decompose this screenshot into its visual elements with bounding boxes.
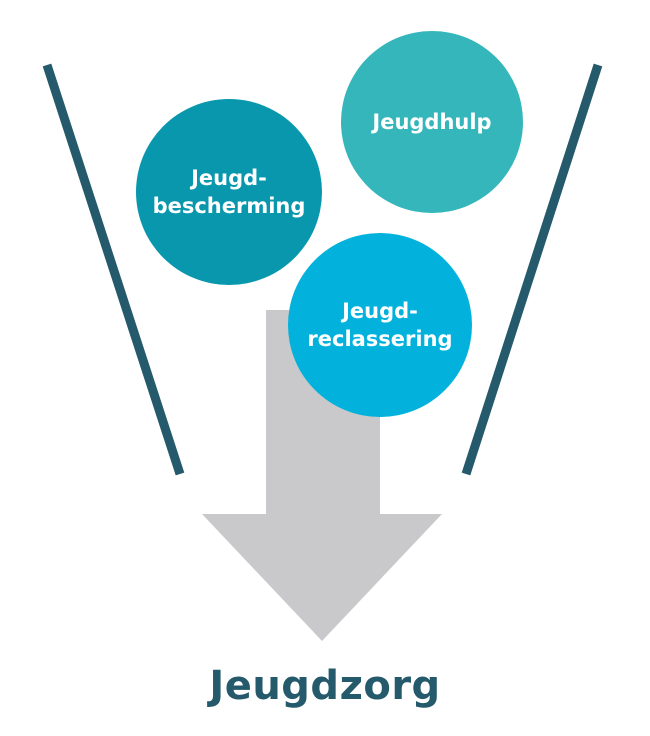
circle-jeugdreclassering: Jeugd- reclassering bbox=[288, 233, 472, 417]
circle-label-jeugdhulp: Jeugdhulp bbox=[372, 110, 492, 134]
funnel-left-wall bbox=[42, 63, 185, 476]
circle-jeugdbescherming: Jeugd- bescherming bbox=[136, 99, 322, 285]
funnel-right-wall bbox=[461, 63, 603, 476]
circle-jeugdhulp: Jeugdhulp bbox=[341, 31, 523, 213]
down-arrow bbox=[202, 310, 442, 641]
circle-label-jeugdreclassering: Jeugd- reclassering bbox=[307, 299, 453, 351]
result-label-jeugdzorg: Jeugdzorg bbox=[209, 663, 441, 709]
circle-label-jeugdbescherming: Jeugd- bescherming bbox=[152, 166, 306, 218]
